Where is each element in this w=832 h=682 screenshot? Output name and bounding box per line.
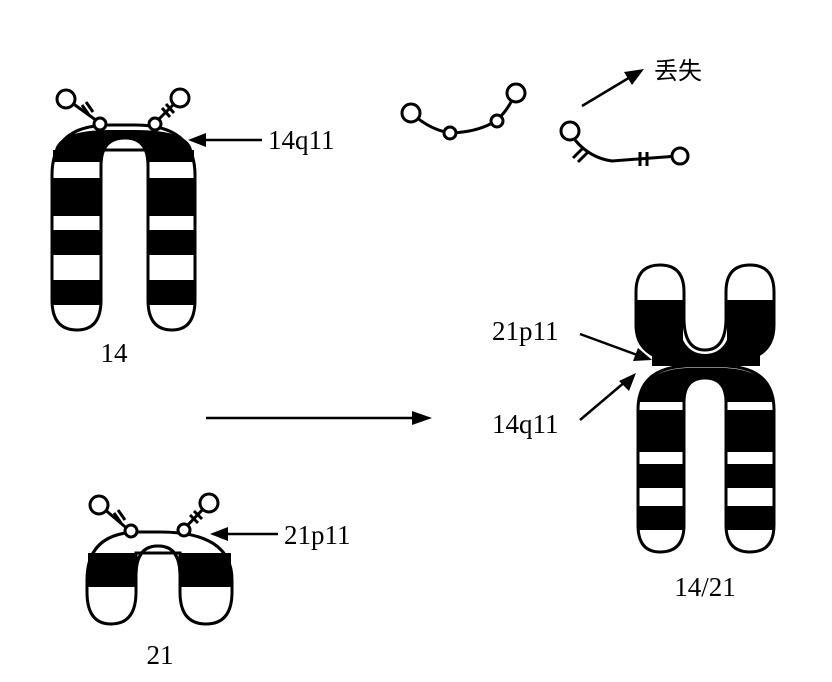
fused-lower-right-band-2 bbox=[727, 464, 773, 488]
fused-region-upper-arrowhead bbox=[633, 348, 652, 361]
lost-arrow-line bbox=[581, 74, 633, 108]
fused-lower-left-band-3 bbox=[639, 506, 683, 530]
chr14-left-band-1 bbox=[53, 150, 100, 162]
chr14-left-band-2 bbox=[53, 178, 100, 216]
fused-region-lower-label: 14q11 bbox=[492, 409, 559, 439]
fused-name-label: 14/21 bbox=[674, 572, 736, 602]
chr21-region-label: 21p11 bbox=[284, 520, 351, 550]
fused-region-upper-label: 21p11 bbox=[492, 316, 559, 346]
chr14-region-arrowhead bbox=[188, 133, 206, 147]
chr14-satellite-left bbox=[55, 88, 108, 132]
chr14-right-band-4 bbox=[149, 280, 194, 305]
chr21-name-label: 21 bbox=[147, 640, 174, 670]
chr21-right-band bbox=[181, 553, 231, 587]
chr14-left-band-3 bbox=[53, 230, 100, 255]
chr21-region-arrowhead bbox=[210, 527, 228, 541]
fused-region-lower-arrowhead bbox=[619, 373, 636, 391]
fusion-arrowhead bbox=[412, 411, 432, 425]
chr21-left-band bbox=[88, 553, 135, 587]
chromosome-14 bbox=[50, 87, 197, 332]
chr14-right-band-1 bbox=[149, 150, 194, 162]
fused-lower-left-band-2 bbox=[639, 464, 683, 488]
chromosome-14-outline bbox=[50, 123, 197, 332]
chr14-right-band-3 bbox=[149, 230, 194, 255]
lost-arrowhead bbox=[624, 69, 644, 85]
chr14-satellite-right bbox=[147, 87, 191, 132]
fused-junction bbox=[652, 356, 760, 366]
fused-lower-left-band-1 bbox=[639, 410, 683, 452]
lost-fragment-1 bbox=[400, 82, 527, 141]
chromosome-21 bbox=[85, 492, 234, 626]
chr14-name-label: 14 bbox=[101, 338, 129, 368]
chr21-satellite-left bbox=[88, 494, 139, 539]
chromosome-14-21 bbox=[634, 263, 776, 554]
fused-lower-right-band-1 bbox=[727, 410, 773, 452]
fused-region-lower-arrow-line bbox=[579, 380, 627, 421]
fused-region-upper-arrow-line bbox=[579, 332, 641, 358]
fused-upper-right-band bbox=[727, 300, 773, 340]
fused-lower-right-band-3 bbox=[727, 506, 773, 530]
chr14-left-band-4 bbox=[53, 280, 100, 305]
chr21-satellite-right bbox=[176, 492, 220, 538]
chr14-right-band-2 bbox=[149, 178, 194, 216]
lost-fragment-2 bbox=[559, 120, 690, 166]
lost-label: 丢失 bbox=[654, 57, 702, 85]
fused-upper-left-band bbox=[637, 300, 683, 340]
chr14-region-label: 14q11 bbox=[268, 125, 335, 155]
